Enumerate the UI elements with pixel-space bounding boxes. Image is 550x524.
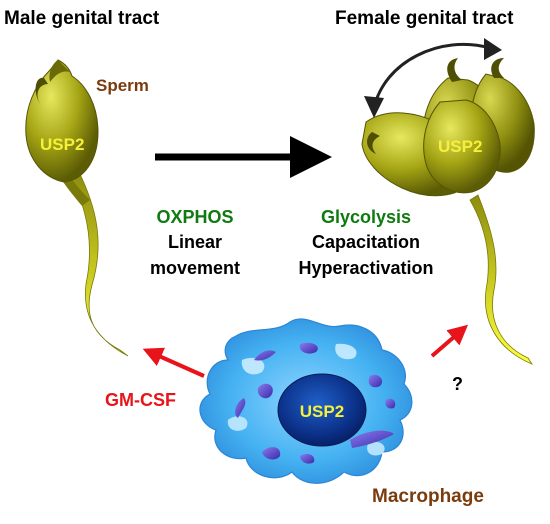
macrophage-icon bbox=[199, 318, 413, 484]
capacitation-label: Capacitation bbox=[312, 232, 420, 252]
curved-arrow-head-start bbox=[364, 96, 384, 118]
usp2-female-label: USP2 bbox=[438, 137, 482, 156]
question-arrow-icon bbox=[430, 324, 469, 358]
curved-arrow-head-end bbox=[484, 38, 502, 60]
linear-label: Linear bbox=[168, 232, 222, 252]
male-tract-heading: Male genital tract bbox=[4, 8, 160, 29]
usp2-macrophage-label: USP2 bbox=[300, 402, 344, 421]
female-tract-heading: Female genital tract bbox=[335, 8, 514, 29]
movement-label: movement bbox=[150, 258, 240, 278]
oxphos-label: OXPHOS bbox=[156, 207, 233, 227]
hyperactivation-label: Hyperactivation bbox=[298, 258, 433, 278]
glycolysis-label: Glycolysis bbox=[321, 207, 411, 227]
gmcsf-arrow-icon bbox=[142, 347, 205, 378]
sperm-icon bbox=[25, 59, 129, 357]
usp2-male-label: USP2 bbox=[40, 135, 84, 154]
gmcsf-label: GM-CSF bbox=[105, 390, 176, 410]
curved-arrow-icon bbox=[372, 42, 491, 109]
macrophage-label: Macrophage bbox=[372, 486, 484, 507]
sperm-label: Sperm bbox=[96, 76, 149, 95]
hyperactivated-sperm-icon bbox=[361, 58, 535, 365]
question-mark-label: ? bbox=[452, 374, 463, 394]
